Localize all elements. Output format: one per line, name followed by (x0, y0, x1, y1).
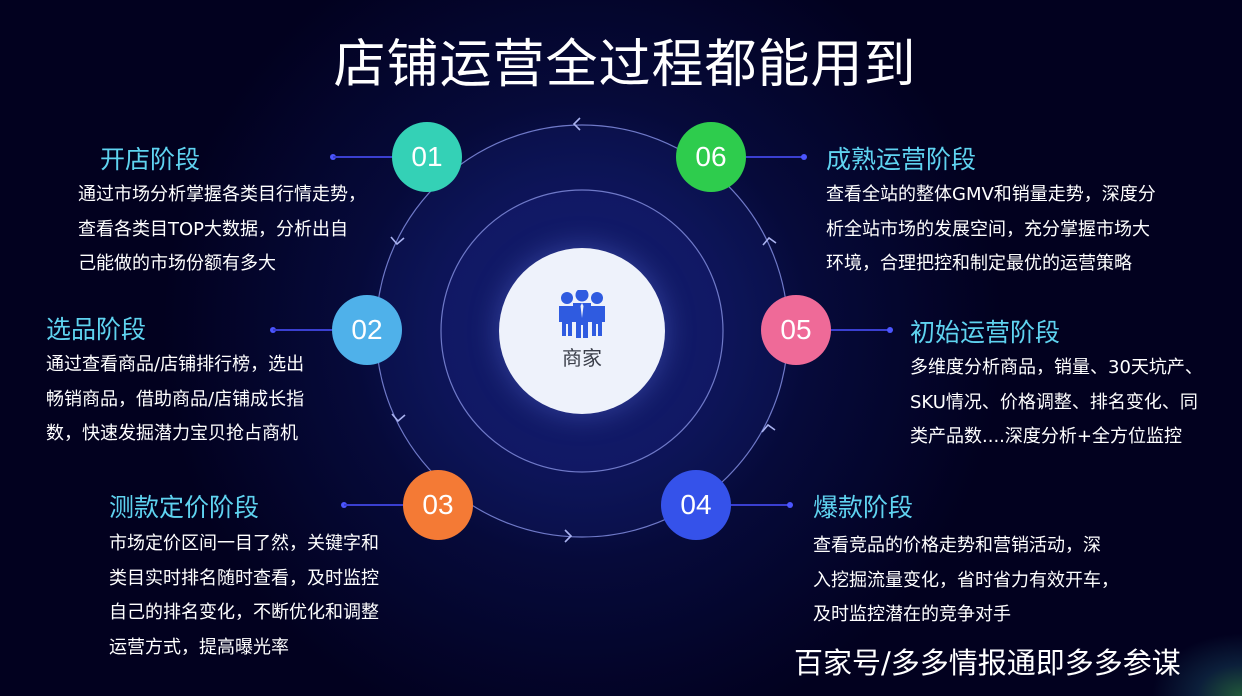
orbit-arrow-icons (390, 117, 777, 543)
arrow-right-icon (564, 529, 573, 543)
stage-05-description: 多维度分析商品，销量、30天坑产、 SKU情况、价格调整、排名变化、同 类产品数… (910, 357, 1203, 447)
stage-03-node: 03 (403, 470, 473, 540)
stage-05-node: 05 (761, 295, 831, 365)
connector-line (744, 156, 804, 158)
stage-06-node: 06 (676, 122, 746, 192)
watermark-text: 百家号/多多情报通即多多参谋 (794, 646, 1181, 680)
stage-04-title: 爆款阶段 (813, 493, 914, 522)
page-title: 店铺运营全过程都能用到 (333, 35, 917, 95)
connector-dot (801, 154, 807, 160)
connector-dot (887, 327, 893, 333)
stage-06-description: 查看全站的整体GMV和销量走势，深度分 析全站市场的发展空间，充分掌握市场大 环… (826, 184, 1156, 274)
stage-01-title: 开店阶段 (100, 145, 201, 174)
stage-04-description: 查看竞品的价格走势和营销活动，深 入挖掘流量变化，省时省力有效开车， 及时监控潜… (813, 535, 1119, 625)
arrow-down-icon (390, 236, 405, 246)
arrow-up-icon (761, 423, 776, 433)
connector-dot (787, 502, 793, 508)
stage-02-node: 02 (332, 295, 402, 365)
connector-line (333, 156, 393, 158)
connector-line (344, 504, 406, 506)
stage-03-description: 市场定价区间一目了然，关键字和 类目实时排名随时查看，及时监控 自己的排名变化，… (109, 533, 379, 658)
stage-01-node: 01 (392, 122, 462, 192)
center-merchant-node: 商家 (499, 248, 665, 414)
stage-04-node: 04 (661, 470, 731, 540)
stage-02-description: 通过查看商品/店铺排行榜，选出 畅销商品，借助商品/店铺成长指 数，快速发掘潜力… (46, 354, 305, 444)
arrow-up-icon (762, 236, 777, 246)
connector-line (828, 329, 890, 331)
connector-line (273, 329, 335, 331)
center-label: 商家 (562, 346, 602, 370)
connector-line (728, 504, 790, 506)
stage-03-title: 测款定价阶段 (109, 493, 260, 522)
stage-02-title: 选品阶段 (46, 315, 147, 344)
stage-06-title: 成熟运营阶段 (826, 145, 977, 174)
people-group-icon (559, 290, 605, 338)
stage-05-title: 初始运营阶段 (910, 318, 1061, 347)
arrow-left-icon (572, 117, 581, 131)
stage-01-description: 通过市场分析掌握各类目行情走势， 查看各类目TOP大数据，分析出自 己能做的市场… (78, 184, 366, 274)
corner-sparkle-decoration (1112, 606, 1242, 696)
arrow-down-icon (391, 413, 406, 423)
